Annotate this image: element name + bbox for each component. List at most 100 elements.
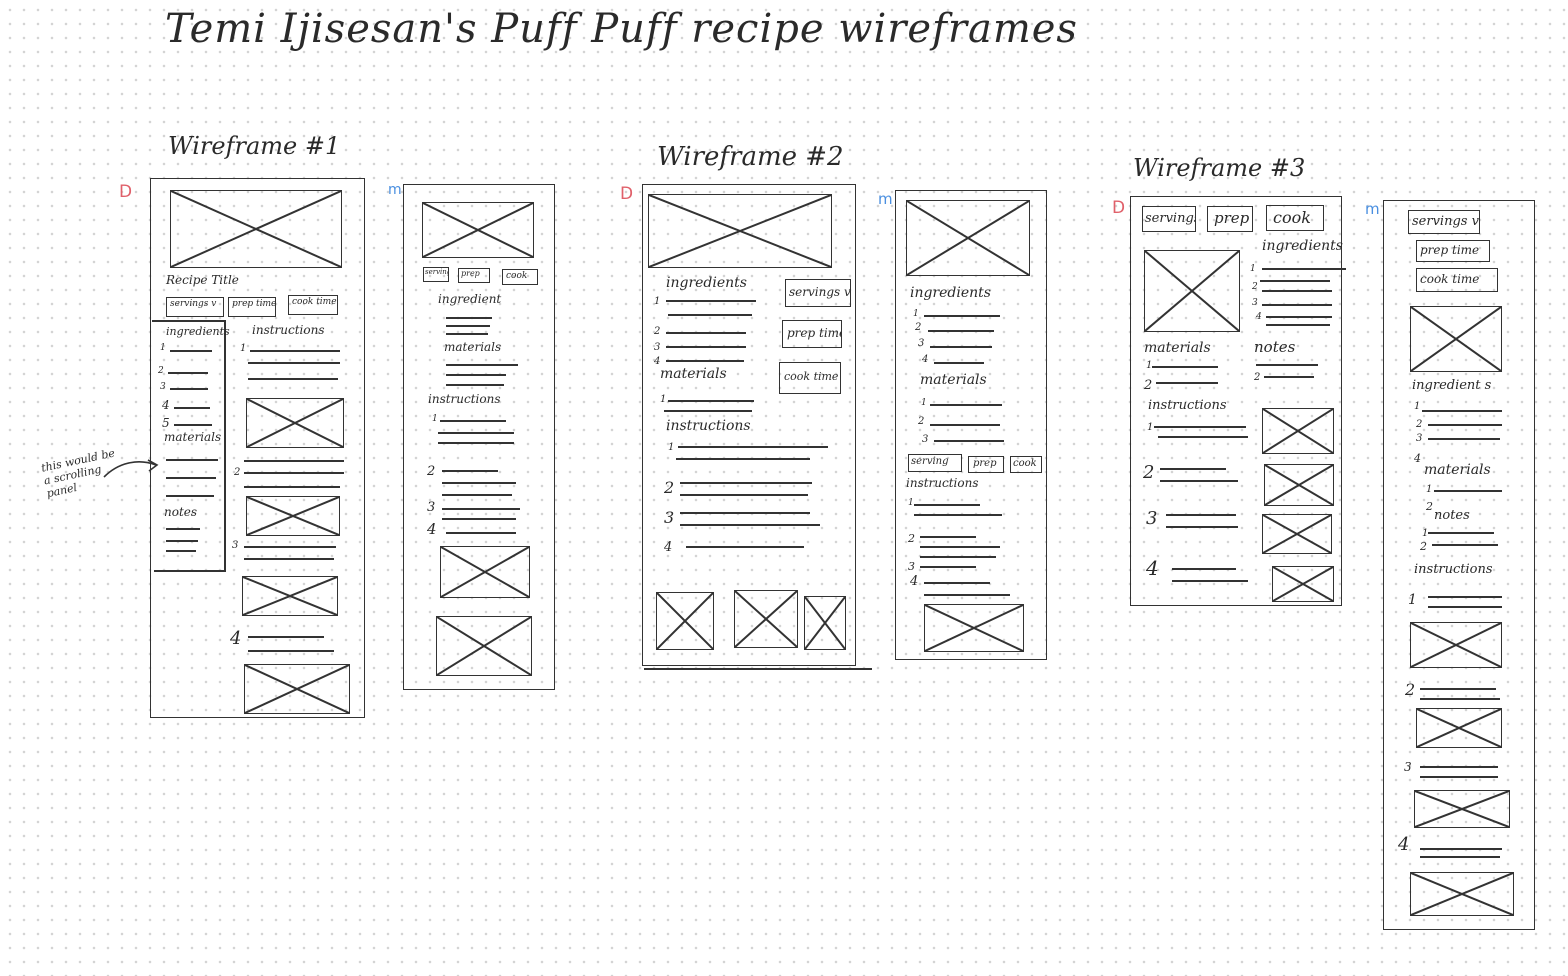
- list-line: [1158, 436, 1248, 438]
- list-number: 3: [232, 540, 239, 551]
- list-number: 3: [160, 382, 166, 392]
- desktop-marker: D: [620, 184, 634, 204]
- wf3-mobile-step-image-placeholder: [1414, 790, 1510, 828]
- annotation-arrow: [103, 459, 159, 478]
- list-line: [170, 350, 212, 352]
- wf1-step-image-placeholder: [242, 576, 338, 616]
- list-line: [442, 508, 520, 510]
- wf2-gallery-image-placeholder: [656, 592, 714, 650]
- list-line: [924, 594, 1010, 596]
- wf2-mobile-serving-box[interactable]: serving: [908, 454, 962, 472]
- list-number: 1: [1414, 401, 1421, 412]
- wf3-materials-heading: materials: [1144, 340, 1211, 356]
- wf3-mobile-cook-time-box: cook time: [1416, 268, 1498, 292]
- list-number: 4: [922, 354, 929, 365]
- list-number: 1: [660, 394, 667, 405]
- wf1-scroll-panel-divider: [224, 320, 226, 572]
- wf3-cook-box: cook: [1266, 205, 1324, 231]
- list-number: 3: [1252, 298, 1258, 308]
- wf2-mobile-instructions-heading: instructions: [906, 476, 979, 490]
- list-number: 5: [162, 416, 170, 430]
- wf2-mobile-ingredients-heading: ingredients: [910, 285, 991, 301]
- list-line: [934, 440, 1004, 442]
- list-line: [248, 362, 340, 364]
- list-line: [442, 518, 516, 520]
- wf1-mobile-servings-box[interactable]: servings: [423, 267, 449, 282]
- list-line: [442, 494, 512, 496]
- list-number: 2: [1416, 419, 1423, 430]
- list-line: [924, 315, 1000, 317]
- list-line: [1420, 776, 1498, 778]
- wf3-servings-dropdown[interactable]: servings v: [1142, 206, 1196, 232]
- list-number: 3: [1416, 433, 1423, 444]
- list-line: [668, 400, 754, 402]
- list-number: 1: [913, 309, 919, 319]
- list-line: [1420, 688, 1496, 690]
- list-number: 1: [1408, 592, 1417, 608]
- list-line: [1428, 532, 1494, 534]
- wf1-servings-dropdown[interactable]: servings v: [166, 297, 224, 317]
- list-number: 1: [921, 398, 927, 408]
- list-number: 3: [922, 434, 929, 445]
- wf1-step-image-placeholder: [244, 664, 350, 714]
- list-line: [686, 546, 804, 548]
- wf2-desktop-hero-image-placeholder: [648, 194, 832, 268]
- list-number: 2: [158, 366, 164, 376]
- list-line: [914, 514, 1002, 516]
- list-line: [680, 482, 812, 484]
- list-line: [446, 317, 492, 319]
- list-line: [244, 486, 340, 488]
- list-line: [166, 459, 218, 461]
- list-line: [174, 407, 210, 409]
- wf3-mobile-servings-dropdown[interactable]: servings v: [1408, 210, 1480, 234]
- list-line: [1166, 514, 1236, 516]
- mobile-marker: m: [388, 182, 402, 198]
- wf1-instructions-heading: instructions: [252, 323, 325, 337]
- wf3-notes-heading: notes: [1254, 338, 1296, 356]
- list-line: [166, 495, 214, 497]
- list-line: [930, 346, 992, 348]
- list-number: 1: [240, 343, 247, 354]
- wf3-step-image-placeholder: [1262, 408, 1334, 454]
- list-number: 3: [918, 338, 925, 349]
- list-line: [666, 346, 746, 348]
- list-line: [250, 350, 340, 352]
- wf1-mobile-step-image-placeholder: [440, 546, 530, 598]
- page-title: Temi Ijisesan's Puff Puff recipe wirefra…: [165, 6, 1078, 52]
- list-line: [248, 636, 324, 638]
- list-line: [174, 424, 212, 426]
- list-line: [1160, 480, 1238, 482]
- list-number: 4: [654, 356, 661, 367]
- list-line: [1266, 316, 1332, 318]
- list-number: 1: [1422, 528, 1429, 539]
- wf3-step-image-placeholder: [1264, 464, 1334, 506]
- wf2-ingredients-heading: ingredients: [666, 275, 747, 291]
- wf1-mobile-hero-image-placeholder: [422, 202, 534, 258]
- list-line: [666, 300, 756, 302]
- list-number: 1: [668, 442, 675, 453]
- list-number: 3: [908, 560, 915, 573]
- wf3-mobile-step-image-placeholder: [1416, 708, 1502, 748]
- list-line: [1152, 366, 1218, 368]
- list-line: [1266, 324, 1330, 326]
- wf3-mobile-step-image-placeholder: [1410, 872, 1514, 916]
- list-line: [446, 384, 504, 386]
- list-number: 2: [654, 326, 661, 337]
- wf1-step-image-placeholder: [246, 398, 344, 448]
- wf3-prep-box: prep: [1207, 206, 1253, 232]
- wf1-mobile-instructions-heading: instructions: [428, 392, 501, 406]
- list-line: [244, 472, 344, 474]
- list-line: [680, 494, 808, 496]
- list-line: [668, 314, 752, 316]
- list-number: 3: [1404, 760, 1412, 774]
- list-line: [666, 360, 744, 362]
- list-line: [446, 325, 490, 327]
- wf3-mobile-step-image-placeholder: [1410, 622, 1502, 668]
- wf2-servings-dropdown[interactable]: servings v: [785, 279, 851, 307]
- list-line: [676, 458, 810, 460]
- list-number: 1: [908, 498, 914, 508]
- wf1-divider: [154, 570, 226, 572]
- wf1-step-image-placeholder: [246, 496, 340, 536]
- list-line: [248, 378, 338, 380]
- mobile-marker: m: [878, 190, 893, 208]
